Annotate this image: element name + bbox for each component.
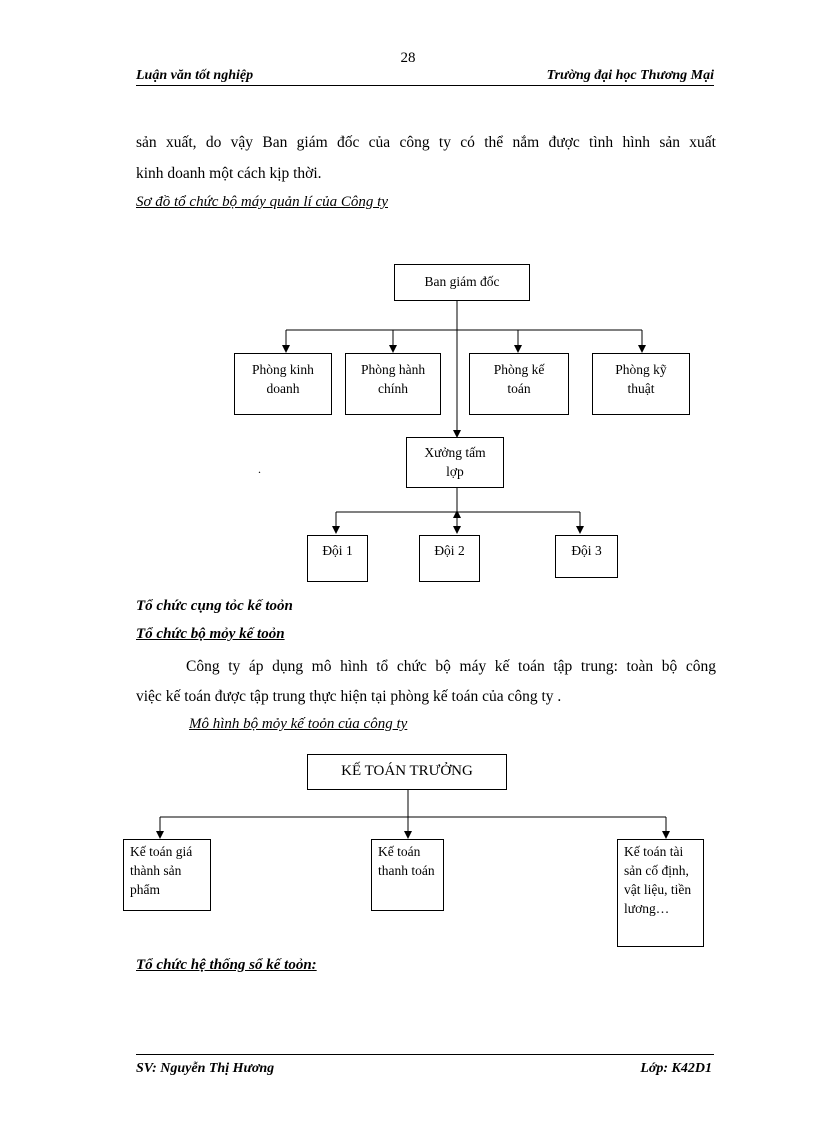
section-heading-accounting-apparatus: Tổ chức bộ mỏy kế toỏn (136, 626, 285, 642)
org-box-team-3: Đội 3 (555, 535, 618, 578)
acct-box-payment-accountant: Kế toán thanh toán (371, 839, 444, 911)
org-box-business-dept: Phòng kinh doanh (234, 353, 332, 415)
org-box-admin-dept: Phòng hành chính (345, 353, 441, 415)
apparatus-para-line-2: việc kế toán được tập trung thực hiện tạ… (136, 688, 562, 705)
acct-box-chief-accountant: KẾ TOÁN TRƯỞNG (307, 754, 507, 790)
acct-chart-title: Mô hình bộ mỏy kế toỏn của công ty (189, 716, 408, 732)
acct-box-asset-accountant: Kế toán tài sản cố định, vật liệu, tiền … (617, 839, 704, 947)
org-box-technical-dept: Phòng kỹ thuật (592, 353, 690, 415)
acct-box-cost-accountant: Kế toán giá thành sản phẩm (123, 839, 211, 911)
intro-line-1: sản xuất, do vậy Ban giám đốc của công t… (136, 134, 716, 151)
section-heading-ledger-system: Tổ chức hệ thống sổ kế toỏn: (136, 957, 317, 973)
section-heading-accounting-work: Tổ chức cụng tỏc kế toỏn (136, 598, 293, 614)
apparatus-para-line-1: Công ty áp dụng mô hình tổ chức bộ máy k… (186, 658, 716, 675)
org-box-team-2: Đội 2 (419, 535, 480, 582)
org-box-accounting-dept: Phòng kế toán (469, 353, 569, 415)
header-rule (136, 85, 714, 86)
org-chart-title: Sơ đồ tổ chức bộ máy quản lí của Công ty (136, 194, 388, 210)
org-box-team-1: Đội 1 (307, 535, 368, 582)
footer-student-name: SV: Nguyễn Thị Hương (136, 1061, 275, 1076)
footer-rule (136, 1054, 714, 1055)
org-box-workshop: Xưởng tấm lợp (406, 437, 504, 488)
intro-line-2: kinh doanh một cách kịp thời. (136, 165, 322, 182)
header-university-label: Trường đại học Thương Mại (546, 68, 714, 83)
header-thesis-label: Luận văn tốt nghiệp (136, 68, 254, 83)
footer-class: Lớp: K42D1 (640, 1061, 712, 1076)
page-number: 28 (400, 50, 416, 66)
stray-dot: . (258, 462, 261, 476)
org-box-board-of-directors: Ban giám đốc (394, 264, 530, 301)
